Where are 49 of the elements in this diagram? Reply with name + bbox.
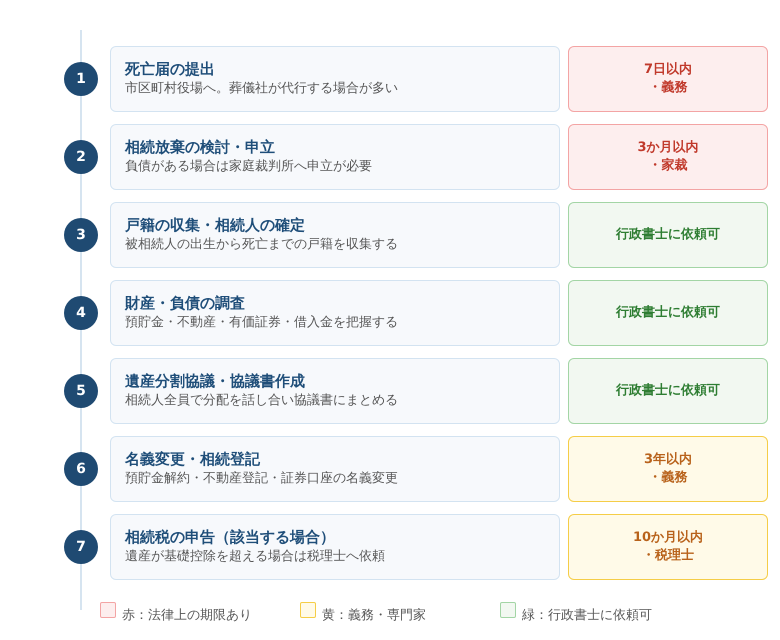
step-description: 相続人全員で分配を話し合い協議書にまとめる [125,392,398,410]
status-tag [568,436,768,502]
step-number-circle: 1 [64,62,98,96]
tag-text: 行政書士に依頼可 [616,382,720,400]
step-card [110,46,560,112]
step-title: 相続放棄の検討・申立 [125,137,275,157]
status-tag [568,280,768,346]
step-card [110,124,560,190]
status-tag [568,514,768,580]
legend-label: 赤：法律上の期限あり [122,607,252,625]
step-card [110,436,560,502]
step-number-circle: 5 [64,374,98,408]
step-card [110,514,560,580]
tag-text: ・義務 [648,469,688,487]
step-description: 預貯金解約・不動産登記・証券口座の名義変更 [125,470,398,488]
step-number-circle: 6 [64,452,98,486]
step-description: 被相続人の出生から死亡までの戸籍を収集する [125,236,398,254]
step-description: 負債がある場合は家庭裁判所へ申立が必要 [125,158,372,176]
step-description: 市区町村役場へ。葬儀社が代行する場合が多い [125,80,398,98]
status-tag [568,202,768,268]
status-tag [568,124,768,190]
step-description: 遺産が基礎控除を超える場合は税理士へ依頼 [125,548,385,566]
step-card [110,358,560,424]
step-title: 名義変更・相続登記 [125,449,260,469]
legend-label: 黄：義務・専門家 [322,607,426,625]
step-card [110,202,560,268]
step-title: 相続税の申告（該当する場合） [125,527,335,547]
tag-text: 行政書士に依頼可 [616,226,720,244]
step-number-circle: 7 [64,530,98,564]
step-card [110,280,560,346]
step-number-circle: 3 [64,218,98,252]
step-title: 遺産分割協議・協議書作成 [125,371,305,391]
step-number-circle: 2 [64,140,98,174]
status-tag [568,358,768,424]
tag-text: ・義務 [648,79,688,97]
step-title: 死亡届の提出 [125,59,215,79]
tag-text: ・税理士 [642,547,694,565]
step-description: 預貯金・不動産・有価証券・借入金を把握する [125,314,398,332]
step-title: 戸籍の収集・相続人の確定 [125,215,305,235]
status-tag [568,46,768,112]
step-title: 財産・負債の調査 [125,293,245,313]
tag-text: 7日以内 [644,61,692,79]
tag-text: ・家裁 [648,157,688,175]
tag-text: 3年以内 [644,451,692,469]
tag-text: 行政書士に依頼可 [616,304,720,322]
step-number-circle: 4 [64,296,98,330]
tag-text: 10か月以内 [632,529,704,547]
tag-text: 3か月以内 [637,139,699,157]
legend-label: 緑：行政書士に依頼可 [522,607,652,625]
